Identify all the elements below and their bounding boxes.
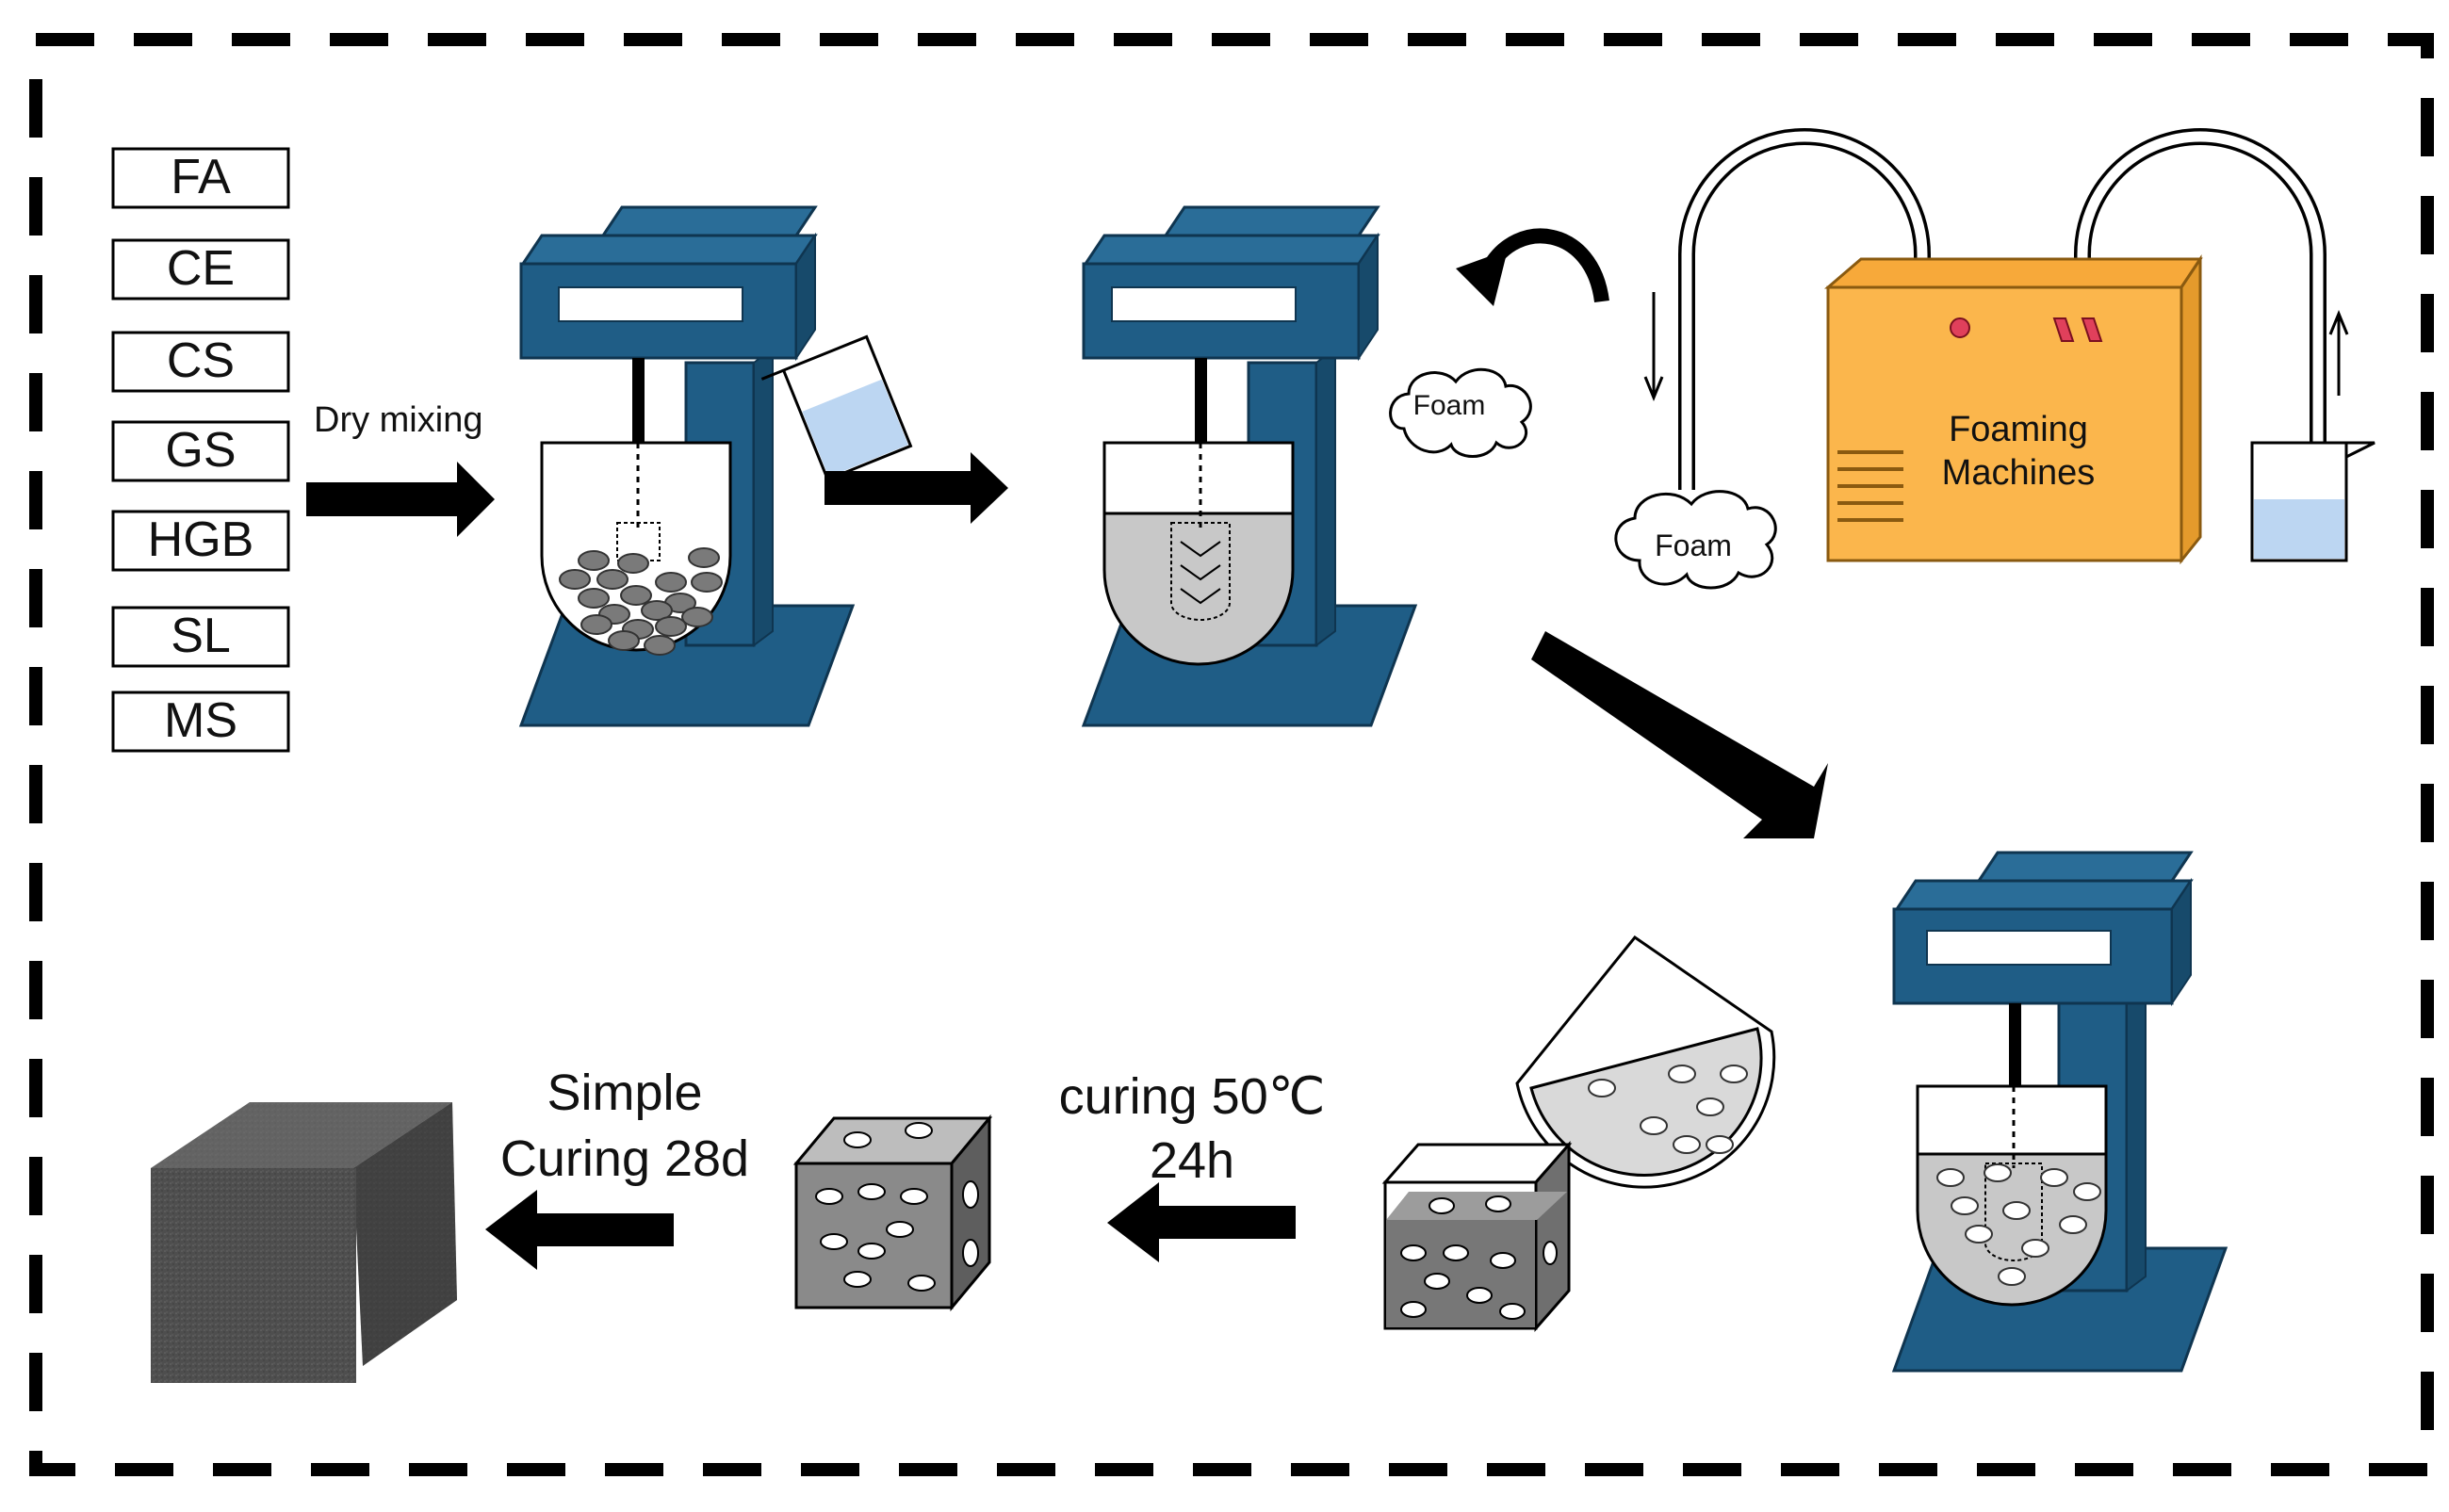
material-label: GS bbox=[165, 423, 236, 478]
flow-down-arrow-icon bbox=[1643, 292, 1664, 401]
foaming-machine: Foaming Machines bbox=[1823, 254, 2203, 565]
mold-box-icon bbox=[1381, 1141, 1573, 1332]
material-box: GS bbox=[111, 420, 290, 482]
hose-right-inner bbox=[2077, 131, 2324, 499]
material-label: CE bbox=[167, 241, 235, 296]
arrow-right-icon bbox=[824, 452, 1008, 524]
simple-curing-label: Simple bbox=[547, 1065, 702, 1121]
flow-up-arrow-icon bbox=[2328, 310, 2349, 396]
material-label: CS bbox=[167, 333, 235, 388]
foam-label: Foam bbox=[1655, 528, 1732, 562]
curing-label: 24h bbox=[1150, 1132, 1234, 1189]
simple-curing-label: Curing 28d bbox=[500, 1130, 749, 1187]
foam-concrete-block-icon bbox=[151, 1102, 457, 1383]
arrow-right-icon bbox=[306, 462, 495, 537]
foam-cloud-icon: Foam bbox=[1389, 367, 1532, 458]
material-label: SL bbox=[171, 609, 231, 663]
foam-bubbles bbox=[1936, 1163, 2101, 1286]
material-box: HGB bbox=[111, 510, 290, 572]
dashed-border bbox=[29, 33, 2434, 1476]
foam-cloud-icon: Foam bbox=[1614, 490, 1777, 590]
material-box: FA bbox=[111, 147, 290, 209]
dry-mixing-label: Dry mixing bbox=[314, 400, 482, 440]
curved-arrow-icon bbox=[1481, 228, 1609, 303]
water-beaker-icon bbox=[2250, 441, 2376, 562]
mixer-dry-mix bbox=[518, 205, 856, 727]
foaming-machine-label: Foaming bbox=[1949, 410, 2088, 449]
porous-cube-icon bbox=[792, 1114, 993, 1312]
foam-label: Foam bbox=[1413, 390, 1486, 421]
material-label: HGB bbox=[148, 512, 254, 567]
foaming-machine-label: Machines bbox=[1942, 453, 2096, 493]
material-box: CS bbox=[111, 331, 290, 393]
material-label: MS bbox=[164, 693, 237, 748]
arrow-diagonal-icon bbox=[1531, 631, 1828, 838]
curing-label: curing 50℃ bbox=[1059, 1068, 1326, 1125]
arrow-left-icon bbox=[1107, 1182, 1296, 1262]
dry-material-particles bbox=[559, 547, 723, 656]
mixer-foamed-slurry bbox=[1891, 851, 2229, 1373]
curved-arrowhead-icon bbox=[1456, 250, 1508, 306]
material-box: MS bbox=[111, 691, 290, 753]
material-box: CE bbox=[111, 238, 290, 301]
materials-list: FA CE CS GS HGB SL MS bbox=[111, 147, 290, 753]
pouring-bowl-icon bbox=[1515, 935, 1776, 1189]
hose-left-inner bbox=[1681, 131, 1928, 490]
mixer-slurry bbox=[1081, 205, 1418, 727]
material-label: FA bbox=[171, 150, 231, 204]
pouring-beaker-icon bbox=[760, 334, 913, 481]
arrow-left-icon bbox=[485, 1190, 674, 1270]
material-box: SL bbox=[111, 606, 290, 668]
